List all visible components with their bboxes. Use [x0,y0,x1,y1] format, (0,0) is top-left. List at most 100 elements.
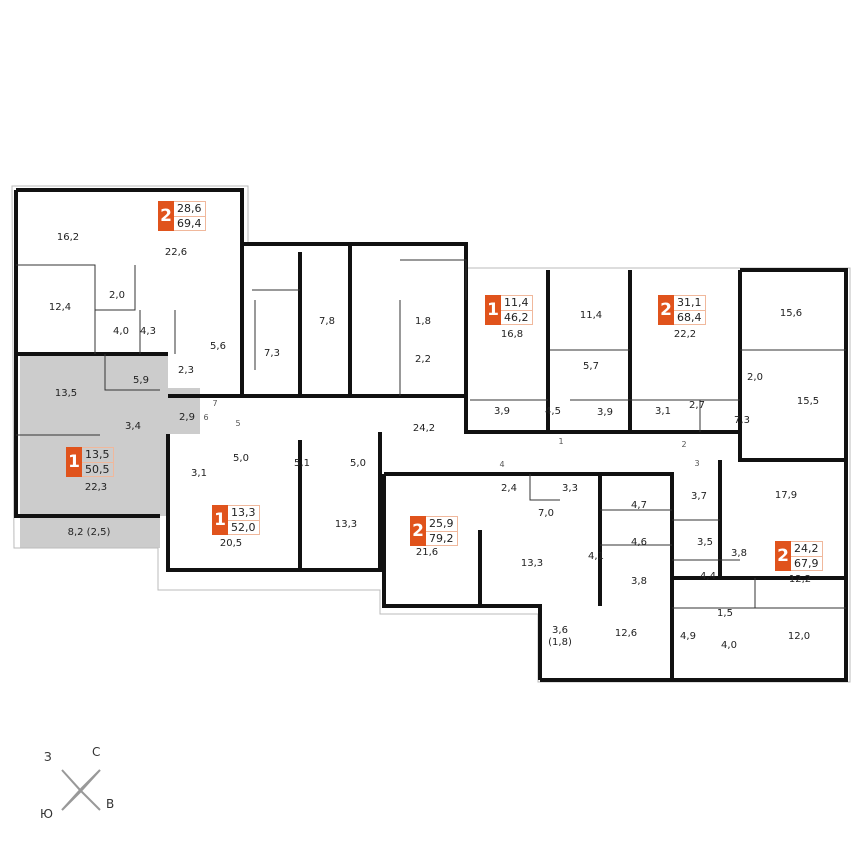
room-area-label: 20,5 [219,538,243,549]
room-count: 2 [658,295,674,325]
room-area-label: 12,0 [787,631,811,642]
living-area: 28,6 [174,202,205,217]
room-area-label: 2,4 [501,483,517,494]
apartment-door-number: 4 [499,460,505,469]
room-area-label: 3,6 (1,8) [548,625,572,648]
room-area-label: 4,4 [700,571,716,582]
room-area-label: 3,8 [731,548,747,559]
total-area: 69,4 [177,216,202,230]
room-area-label: 4,6 [631,537,647,548]
room-area-label: 4,5 [545,406,561,417]
room-area-label: 2,0 [747,372,763,383]
room-area-label: 4,9 [680,631,696,642]
room-count: 2 [410,516,426,546]
living-area: 25,9 [426,517,457,532]
room-area-label: 7,3 [264,348,280,359]
room-area-label: 5,6 [210,341,226,352]
room-area-label: 5,0 [233,453,249,464]
room-area-label: 2,7 [689,400,705,411]
compass-north: С [92,745,101,759]
room-area-label: 2,0 [109,290,125,301]
room-area-label: 3,3 [562,483,578,494]
living-area: 11,4 [501,296,532,311]
room-count: 2 [775,541,791,571]
total-area: 79,2 [429,531,454,545]
room-area-label: 7,8 [319,316,335,327]
room-area-label: 12,2 [788,574,812,585]
living-area: 13,3 [228,506,259,521]
apartment-door-number: 5 [235,419,241,428]
living-area: 13,5 [82,448,113,463]
room-area-label: 11,4 [579,310,603,321]
apartment-door-number: 3 [694,459,700,468]
room-area-label: 5,1 [294,458,310,469]
room-area-label: 4,1 [588,551,604,562]
living-area: 31,1 [674,296,705,311]
room-area-label: 22,3 [84,482,108,493]
room-area-label: 3,1 [191,468,207,479]
room-area-label: 4,3 [140,326,156,337]
room-area-label: 2,2 [415,354,431,365]
compass-south: Ю [40,807,53,821]
apartment-door-number: 6 [203,413,209,422]
room-area-label: 22,2 [673,329,697,340]
apartment-door-number: 1 [558,437,564,446]
room-area-label: 3,8 [631,576,647,587]
room-area-label: 7,0 [538,508,554,519]
total-area: 67,9 [794,556,819,570]
room-area-label: 2,9 [179,412,195,423]
room-area-label: 13,3 [334,519,358,530]
compass-west: З [44,750,52,764]
room-area-label: 4,7 [631,500,647,511]
room-area-label: 5,0 [350,458,366,469]
room-area-label: 2,3 [178,365,194,376]
room-count: 1 [485,295,501,325]
living-area: 24,2 [791,542,822,557]
room-area-label: 16,2 [56,232,80,243]
room-area-label: 24,2 [412,423,436,434]
room-area-label: 3,9 [494,406,510,417]
room-area-label: 3,4 [125,421,141,432]
total-area: 52,0 [231,520,256,534]
room-area-label: 12,6 [614,628,638,639]
total-area: 68,4 [677,310,702,324]
room-area-label: 13,3 [520,558,544,569]
room-area-label: 1,5 [717,608,733,619]
room-area-label: 3,9 [597,407,613,418]
apartment-door-number: 7 [212,399,218,408]
room-area-label: 13,5 [54,388,78,399]
room-area-label: 15,5 [796,396,820,407]
compass-east: В [106,797,115,811]
room-area-label: 21,6 [415,547,439,558]
room-count: 2 [158,201,174,231]
room-area-label: 16,8 [500,329,524,340]
room-area-label: 12,4 [48,302,72,313]
room-area-label: 17,9 [774,490,798,501]
apartment-door-number: 2 [681,440,687,449]
room-area-label: 15,6 [779,308,803,319]
room-area-label: 5,7 [583,361,599,372]
room-area-label: 22,6 [164,247,188,258]
total-area: 50,5 [85,462,110,476]
room-area-label: 7,3 [734,415,750,426]
room-area-label: 3,5 [697,537,713,548]
room-area-label: 4,0 [113,326,129,337]
walls [14,188,848,682]
room-count: 1 [66,447,82,477]
room-count: 1 [212,505,228,535]
room-area-label: 1,8 [415,316,431,327]
room-area-label: 3,7 [691,491,707,502]
room-area-label: 5,9 [133,375,149,386]
room-area-label: 3,1 [655,406,671,417]
partitions [16,259,846,609]
highlighted-apartment [20,356,200,548]
